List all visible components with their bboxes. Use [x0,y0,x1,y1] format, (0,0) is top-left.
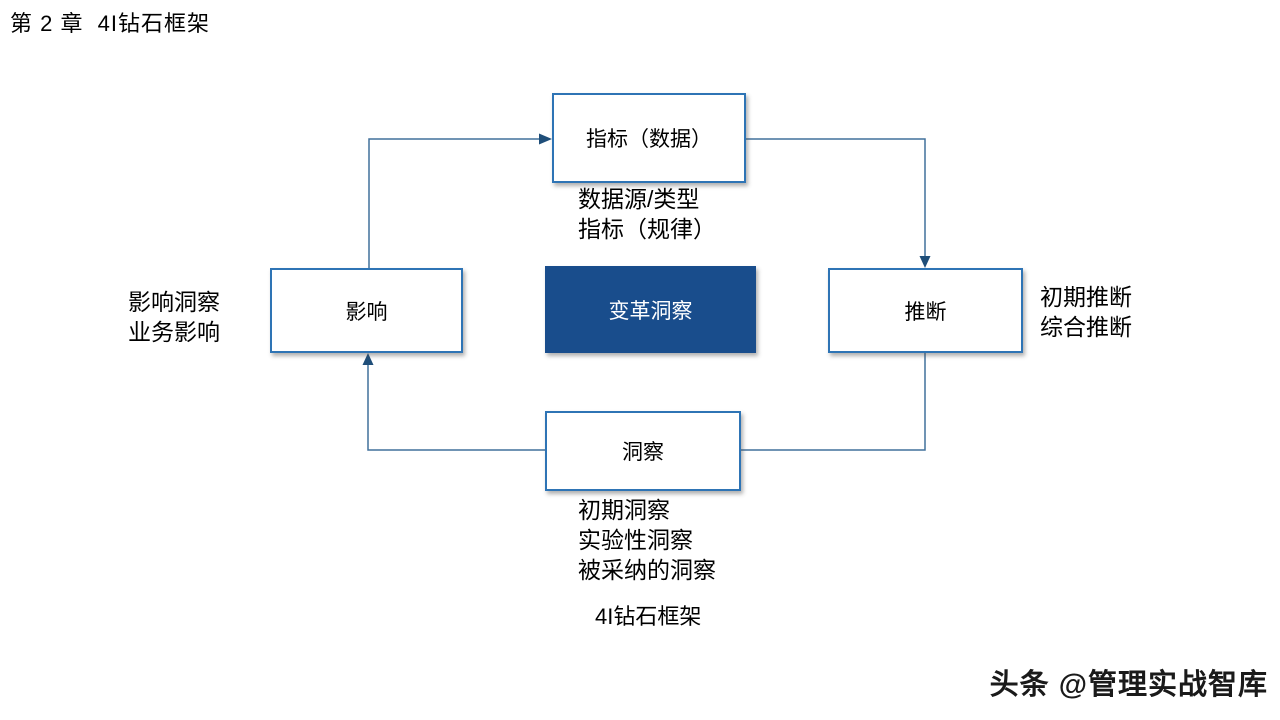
node-impact: 影响 [270,268,463,353]
annotation-insight: 初期洞察 实验性洞察 被采纳的洞察 [578,495,716,585]
node-impact-label: 影响 [345,300,388,324]
annotation-indicators: 数据源/类型 指标（规律） [578,184,716,244]
annotation-line: 数据源/类型 [578,186,700,212]
node-insight: 洞察 [545,411,741,491]
connector-indicators-to-inference [746,138,926,257]
annotation-line: 被采纳的洞察 [578,557,716,583]
connector-impact-to-indicators [368,138,540,268]
connector-inference-to-insight [741,353,926,451]
arrowhead-into-impact [362,353,374,365]
annotation-line: 初期洞察 [578,497,670,523]
node-insight-label: 洞察 [622,441,664,464]
page-title: 第 2 章 4I钻石框架 [10,11,211,36]
annotation-line: 指标（规律） [578,216,716,242]
node-inference-label: 推断 [904,300,947,324]
annotation-line: 综合推断 [1040,314,1132,340]
node-transform-insight-label: 变革洞察 [608,299,693,323]
annotation-inference: 初期推断 综合推断 [1040,282,1132,342]
annotation-line: 影响洞察 [128,289,220,315]
node-transform-insight: 变革洞察 [545,266,756,353]
node-inference: 推断 [828,268,1023,353]
node-indicators-label: 指标（数据） [586,128,712,151]
arrowhead-into-indicators [539,133,552,145]
watermark: 头条 @管理实战智库 [989,669,1268,701]
node-indicators: 指标（数据） [552,93,746,183]
annotation-impact: 影响洞察 业务影响 [128,287,220,347]
annotation-line: 初期推断 [1040,284,1132,310]
diagram-caption: 4I钻石框架 [595,604,702,629]
arrowhead-into-inference [919,256,931,268]
connector-insight-to-impact [367,364,545,451]
annotation-line: 实验性洞察 [578,527,693,553]
annotation-line: 业务影响 [128,319,220,345]
